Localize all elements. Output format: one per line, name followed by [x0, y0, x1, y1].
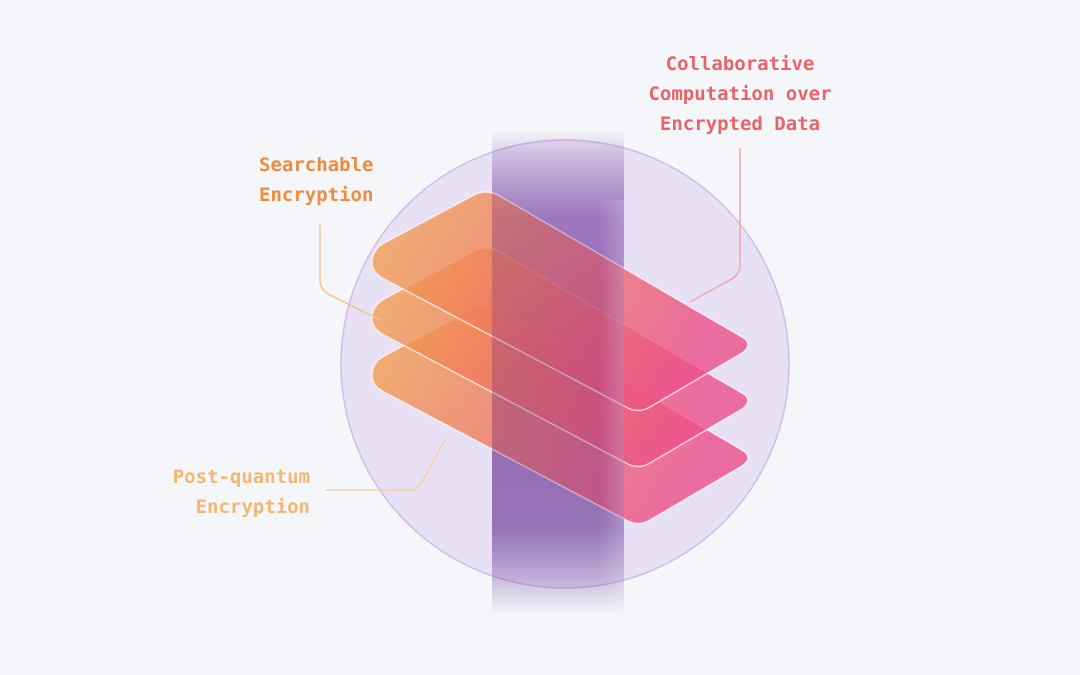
label-collaborative-computation: Collaborative Computation over Encrypted…	[600, 49, 880, 139]
label-line: Encrypted Data	[659, 113, 821, 135]
leader-line-post-quantum	[326, 437, 447, 491]
label-line: Post-quantum	[172, 466, 310, 488]
label-line: Searchable	[259, 154, 374, 176]
label-line: Encryption	[195, 496, 310, 518]
label-line: Computation over	[648, 83, 832, 105]
label-line: Collaborative	[665, 53, 815, 75]
beam-highlight	[600, 200, 624, 615]
leader-line-collaborative	[689, 148, 741, 303]
leader-line-searchable	[319, 225, 381, 321]
label-searchable-encryption: Searchable Encryption	[259, 150, 373, 210]
label-post-quantum-encryption: Post-quantum Encryption	[150, 462, 310, 522]
label-line: Encryption	[259, 184, 374, 206]
